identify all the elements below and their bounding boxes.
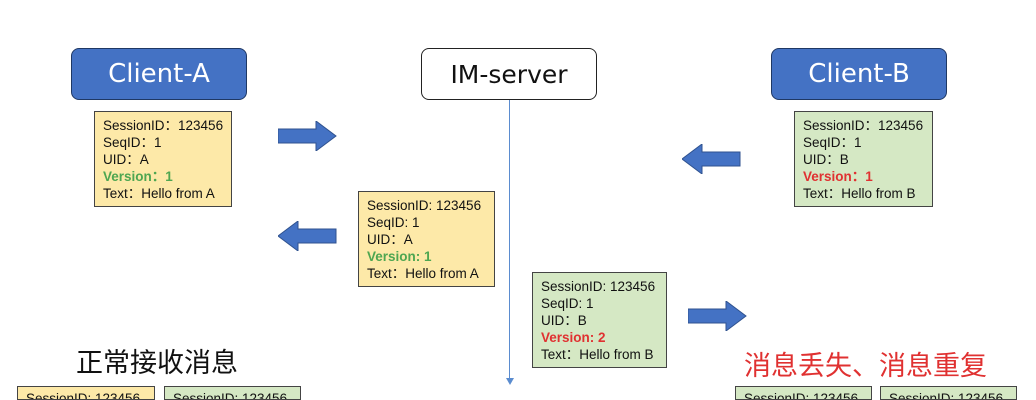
session-id: SessionID: 123456 xyxy=(744,391,859,400)
server-timeline xyxy=(509,100,510,380)
session-id: SessionID: 123456 xyxy=(889,391,1004,400)
bottom-left-green-message: SessionID: 123456 xyxy=(164,386,301,400)
bottom-right-green-message-1: SessionID: 123456 xyxy=(735,386,872,400)
text: Text：Hello from A xyxy=(367,266,479,281)
uid: UID：A xyxy=(103,152,149,167)
seq-id: SeqID：1 xyxy=(103,135,162,150)
arrow-left-server-to-a xyxy=(278,221,337,251)
session-id: SessionID: 123456 xyxy=(26,391,141,400)
session-id: SessionID: 123456 xyxy=(367,198,482,213)
text: Text：Hello from B xyxy=(803,186,916,201)
version: Version: 2 xyxy=(541,330,606,345)
version: Version: 1 xyxy=(367,249,432,264)
arrow-right-server-to-b xyxy=(688,301,747,331)
server-to-b-message: SessionID: 123456 SeqID: 1 UID：B Version… xyxy=(532,272,667,368)
session-id: SessionID：123456 xyxy=(103,118,224,133)
session-id: SessionID: 123456 xyxy=(541,279,656,294)
version: Version：1 xyxy=(803,169,873,184)
seq-id: SeqID: 1 xyxy=(367,215,420,230)
seq-id: SeqID: 1 xyxy=(541,296,594,311)
timeline-arrowhead xyxy=(506,378,514,385)
client-b-node: Client-B xyxy=(771,48,947,100)
session-id: SessionID: 123456 xyxy=(173,391,288,400)
uid: UID：A xyxy=(367,232,413,247)
server-to-a-message: SessionID: 123456 SeqID: 1 UID：A Version… xyxy=(358,191,495,287)
session-id: SessionID：123456 xyxy=(803,118,924,133)
uid: UID：B xyxy=(803,152,849,167)
client-a-node: Client-A xyxy=(71,48,247,100)
text: Text：Hello from B xyxy=(541,347,654,362)
message-loss-duplicate-caption: 消息丢失、消息重复 xyxy=(744,351,987,382)
uid: UID：B xyxy=(541,313,587,328)
bottom-left-yellow-message: SessionID: 123456 xyxy=(17,386,155,400)
version: Version：1 xyxy=(103,169,173,184)
im-server-node: IM-server xyxy=(421,48,597,100)
text: Text：Hello from A xyxy=(103,186,215,201)
seq-id: SeqID：1 xyxy=(803,135,862,150)
arrow-right-a-to-server xyxy=(278,121,337,151)
client-b-message: SessionID：123456 SeqID：1 UID：B Version：1… xyxy=(794,111,933,207)
client-a-message: SessionID：123456 SeqID：1 UID：A Version：1… xyxy=(94,111,232,207)
normal-receive-caption: 正常接收消息 xyxy=(76,348,238,379)
bottom-right-green-message-2: SessionID: 123456 xyxy=(880,386,1017,400)
arrow-left-b-to-server xyxy=(682,144,741,174)
